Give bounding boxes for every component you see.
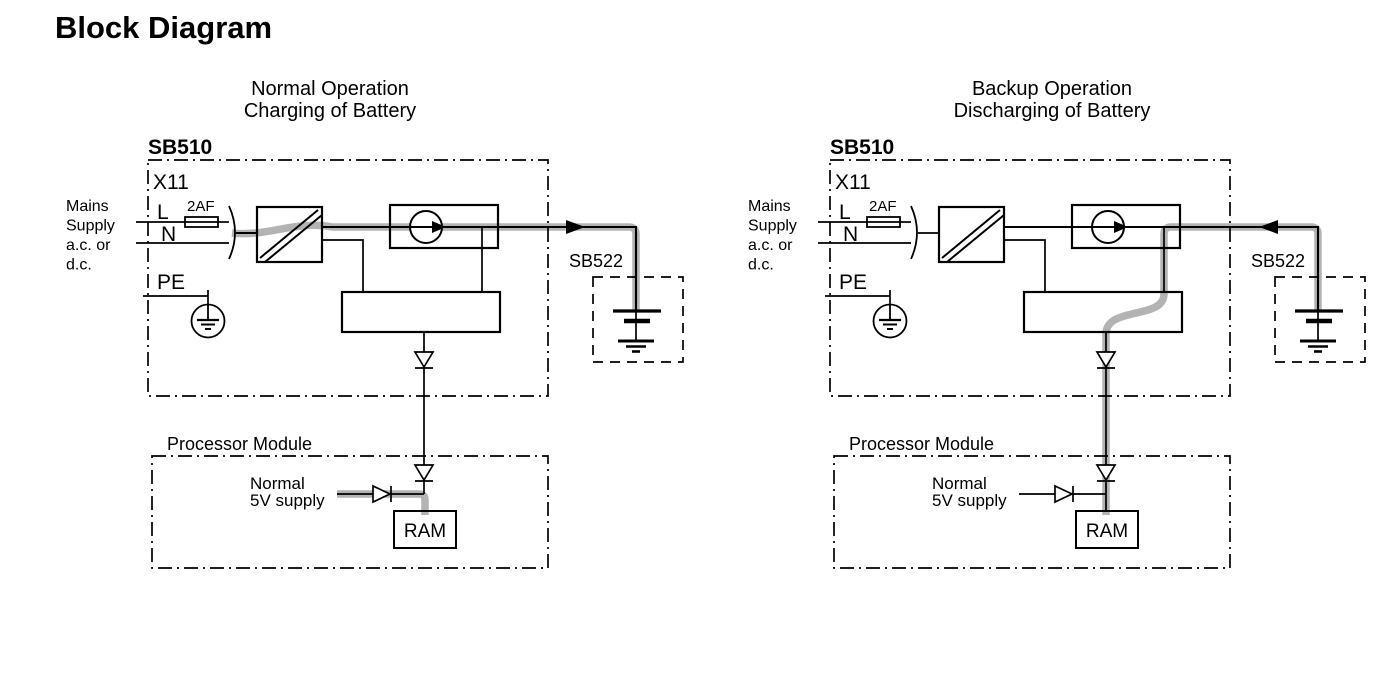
diagram-title-line2: Charging of Battery xyxy=(244,100,416,122)
fuse-2af xyxy=(866,216,901,228)
processor-module-label: Processor Module xyxy=(849,434,994,454)
x11-connector-label: X11 xyxy=(835,171,871,194)
sb510-label: SB510 xyxy=(148,136,212,159)
mains-label-1: Mains xyxy=(748,198,791,215)
phase-label: L xyxy=(839,201,851,224)
flow-arrow-left-icon xyxy=(1259,220,1278,234)
earth-symbol xyxy=(190,303,226,339)
neutral-label: N xyxy=(161,223,176,246)
supply-label-line1: Normal xyxy=(250,474,305,493)
current-source-arrow-icon xyxy=(432,221,446,233)
sb522-label: SB522 xyxy=(1251,251,1305,271)
ram-label: RAM xyxy=(1086,521,1128,542)
sb522-label: SB522 xyxy=(569,251,623,271)
fuse-2af xyxy=(184,216,219,228)
battery-symbol xyxy=(613,309,661,353)
supply-diode xyxy=(372,484,392,504)
current-source xyxy=(388,203,500,250)
charger-unit-box xyxy=(340,290,502,334)
neutral-label: N xyxy=(843,223,858,246)
current-source xyxy=(1070,203,1182,250)
page-title: Block Diagram xyxy=(55,10,273,45)
mains-label-2: Supply xyxy=(66,218,115,235)
diagram-title-line1: Backup Operation xyxy=(972,78,1132,100)
x11-connector-label: X11 xyxy=(153,171,189,194)
supply-label-line2: 5V supply xyxy=(250,491,325,510)
charge-diode xyxy=(413,351,435,369)
sb522-boundary xyxy=(1274,276,1366,363)
phase-label: L xyxy=(157,201,169,224)
fuse-label: 2AF xyxy=(869,198,897,215)
supply-label-line2: 5V supply xyxy=(932,491,1007,510)
earth-symbol xyxy=(872,303,908,339)
connector-bracket xyxy=(228,205,236,260)
charger-unit-box xyxy=(1022,290,1184,334)
mains-label-3: a.c. or xyxy=(66,237,111,254)
mains-label-1: Mains xyxy=(66,198,109,215)
mains-label-4: d.c. xyxy=(66,257,92,274)
ram-box xyxy=(1075,510,1139,549)
box-fills xyxy=(873,205,1182,548)
battery-symbol xyxy=(1295,309,1343,353)
charge-diode xyxy=(1095,351,1117,369)
rectifier xyxy=(937,205,1006,264)
fuse-label: 2AF xyxy=(187,198,215,215)
mains-label-3: a.c. or xyxy=(748,237,793,254)
pe-label: PE xyxy=(157,271,185,294)
ram-box xyxy=(393,510,457,549)
backup-diode xyxy=(413,464,435,482)
rectifier xyxy=(255,205,324,264)
diagram-discharging: Backup Operation Discharging of Battery … xyxy=(748,78,1366,569)
diagram-title-line1: Normal Operation xyxy=(251,78,409,100)
processor-boundary xyxy=(833,455,1231,569)
mains-label-4: d.c. xyxy=(748,257,774,274)
sb522-boundary xyxy=(592,276,684,363)
diagram-charging: Normal Operation Charging of Battery SB5… xyxy=(66,78,684,569)
flow-arrow-right-icon xyxy=(566,220,585,234)
wires xyxy=(818,221,1320,511)
sb510-boundary xyxy=(147,159,549,397)
sb510-boundary xyxy=(829,159,1231,397)
sb510-label: SB510 xyxy=(830,136,894,159)
backup-diode xyxy=(1095,464,1117,482)
mains-label-2: Supply xyxy=(748,218,797,235)
diagram-title-line2: Discharging of Battery xyxy=(954,100,1151,122)
supply-diode xyxy=(1054,484,1074,504)
ram-label: RAM xyxy=(404,521,446,542)
processor-boundary xyxy=(151,455,549,569)
connector-bracket xyxy=(910,205,918,260)
pe-label: PE xyxy=(839,271,867,294)
processor-module-label: Processor Module xyxy=(167,434,312,454)
supply-label-line1: Normal xyxy=(932,474,987,493)
current-source-arrow-icon xyxy=(1114,221,1128,233)
